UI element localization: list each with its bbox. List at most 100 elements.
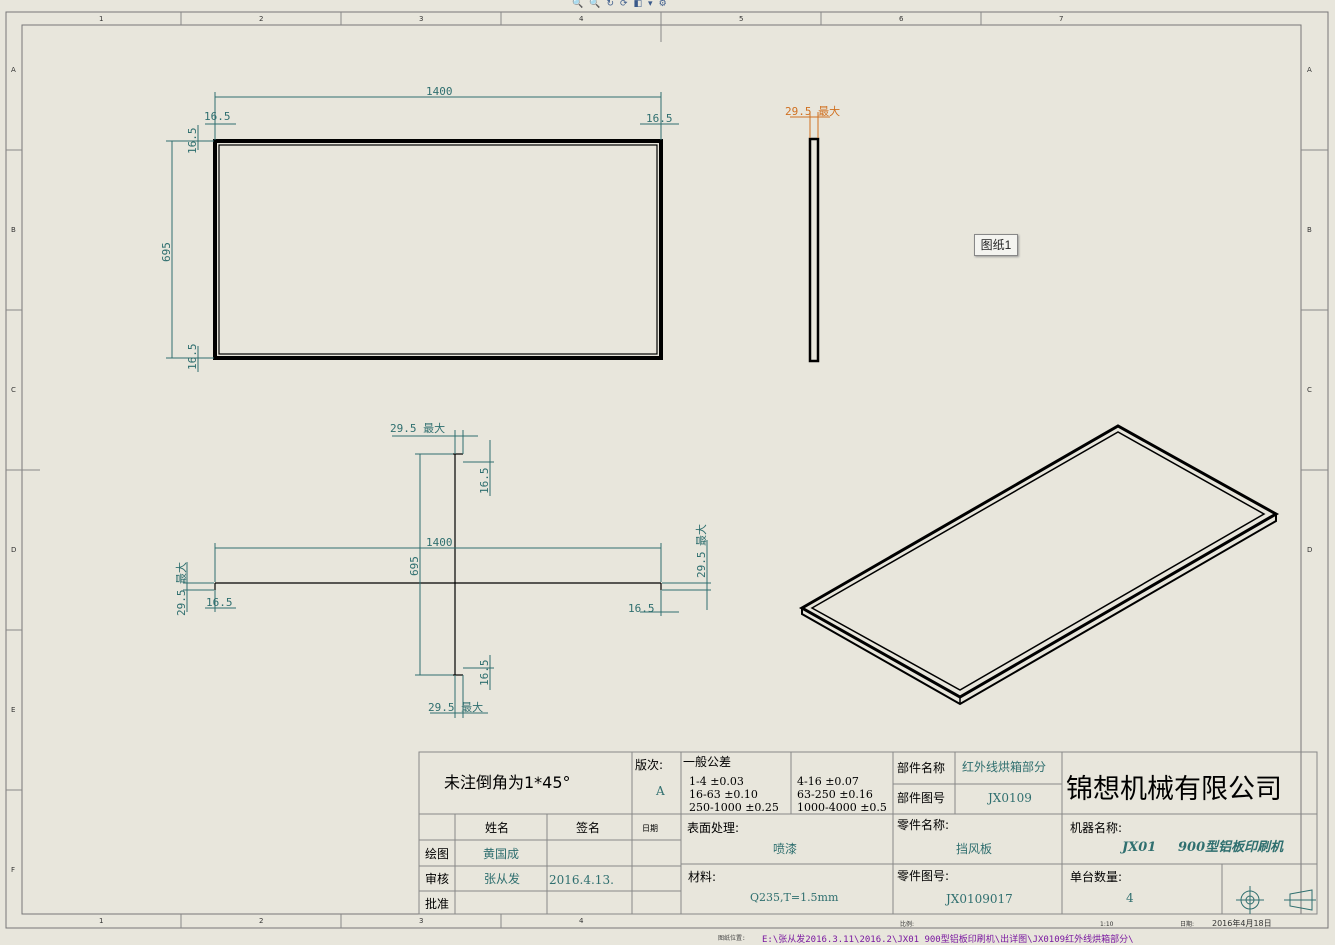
settings-icon[interactable]: ⚙ <box>658 0 667 8</box>
zone-label-bottom: 3 <box>419 917 423 925</box>
side-view[interactable] <box>808 137 820 363</box>
col-date-header: 日期 <box>642 824 658 833</box>
row-draw-label: 绘图 <box>425 846 449 861</box>
left-max-value: 29.5 <box>175 590 188 617</box>
view-orientation-icon[interactable]: ▾ <box>648 0 653 8</box>
scale-value: 1:10 <box>1100 921 1114 928</box>
zone-label-left: F <box>11 866 15 874</box>
revision-label: 版次: <box>635 758 663 772</box>
tolerance-5: 63-250 ±0.16 <box>797 788 873 801</box>
view-toolbar[interactable]: 🔍 🔍 ↻ ⟳ ◧ ▾ ⚙ <box>572 0 667 8</box>
component-name-value: 挡风板 <box>956 842 992 856</box>
part-no-value: JX0109 <box>986 791 1032 805</box>
date-value: 2016年4月18日 <box>1212 918 1272 928</box>
front-view[interactable] <box>213 139 663 360</box>
part-no-label: 部件图号 <box>897 790 945 805</box>
front-width-dim: 1400 <box>426 85 453 98</box>
refresh-icon[interactable]: ⟳ <box>619 0 628 8</box>
zone-label-top: 2 <box>259 15 263 23</box>
right-max-value: 29.5 <box>695 552 708 579</box>
material-value: Q235,T=1.5mm <box>750 891 839 904</box>
bottom-top-margin-dim: 16.5 <box>478 468 491 495</box>
left-max-label: 最大 <box>174 562 188 584</box>
bottom-right-margin-dim: 16.5 <box>628 602 655 615</box>
chamfer-note: 未注倒角为1*45° <box>444 773 571 792</box>
bottom-left-margin-dim: 16.5 <box>206 596 233 609</box>
zone-label-bottom: 4 <box>579 917 584 925</box>
checker-name: 张从发 <box>484 871 520 886</box>
front-dimensions: 1400 16.5 16.5 695 16.5 16.5 <box>160 85 679 372</box>
bottom-height-dim: 695 <box>408 556 421 576</box>
zone-label-top: 6 <box>899 15 904 23</box>
bottom-view[interactable] <box>214 453 662 676</box>
part-name-value: 红外线烘箱部分 <box>962 759 1046 774</box>
sheet-tab[interactable]: 图纸1 <box>974 234 1018 256</box>
zone-label-left: C <box>11 386 16 394</box>
material-label: 材料: <box>688 870 716 884</box>
zone-label-left: A <box>11 66 16 74</box>
zone-label-bottom: 1 <box>99 917 103 925</box>
file-path: E:\张从发2016.3.11\2016.2\JX01 900型铝板印刷机\出详… <box>762 935 1134 945</box>
row-check-label: 审核 <box>425 871 449 886</box>
zone-label-right: A <box>1307 66 1312 74</box>
date-label: 日期: <box>1180 920 1194 928</box>
zone-ticks <box>6 12 1328 928</box>
row-approve-label: 批准 <box>425 896 449 911</box>
front-bottom-margin-dim: 16.5 <box>186 344 199 371</box>
bottom-max-top-dim: 29.5 最大 <box>390 421 445 435</box>
zone-label-top: 5 <box>739 15 743 23</box>
file-path-label: 图纸位置: <box>718 935 746 942</box>
bottom-bottom-margin-dim: 16.5 <box>478 660 491 687</box>
projection-symbol-icon <box>1236 886 1316 914</box>
col-sign-header: 签名 <box>576 820 600 835</box>
side-max-dim: 29.5 最大 <box>785 104 840 118</box>
side-dimensions: 29.5 最大 <box>785 104 840 138</box>
right-max-label: 最大 <box>694 524 708 546</box>
front-height-dim: 695 <box>160 242 173 262</box>
machine-code: JX01 <box>1119 840 1156 855</box>
zone-label-top: 1 <box>99 15 103 23</box>
tolerance-4: 4-16 ±0.07 <box>797 775 859 788</box>
component-name-label: 零件名称: <box>897 817 949 832</box>
bottom-dimensions: 29.5 最大 29.5 最大 1400 695 16.5 16.5 16.5 … <box>174 421 711 718</box>
revision-value: A <box>655 784 665 798</box>
company-name: 锦想机械有限公司 <box>1066 774 1282 805</box>
tolerance-3: 250-1000 ±0.25 <box>689 801 779 814</box>
component-no-value: JX0109017 <box>944 892 1013 906</box>
zone-label-top: 7 <box>1059 15 1063 23</box>
tolerance-title: 一般公差 <box>683 754 731 769</box>
tolerance-2: 16-63 ±0.10 <box>689 788 758 801</box>
machine-name: 900型铝板印刷机 <box>1178 839 1284 855</box>
zone-label-bottom: 2 <box>259 917 263 925</box>
tolerance-6: 1000-4000 ±0.5 <box>797 801 887 814</box>
surface-label: 表面处理: <box>687 821 739 835</box>
front-top-margin-dim: 16.5 <box>186 128 199 155</box>
check-date: 2016.4.13. <box>549 873 614 887</box>
title-block: 未注倒角为1*45° 版次: A 一般公差 1-4 ±0.03 16-63 ±0… <box>418 751 1318 915</box>
rotate-icon[interactable]: ↻ <box>606 0 614 8</box>
zone-label-top: 4 <box>579 15 584 23</box>
tolerance-1: 1-4 ±0.03 <box>689 775 744 788</box>
qty-value: 4 <box>1126 891 1134 905</box>
bottom-max-bottom-dim: 29.5 最大 <box>428 700 483 714</box>
zone-label-right: B <box>1307 226 1312 234</box>
part-name-label: 部件名称 <box>897 760 945 775</box>
zone-label-left: E <box>11 706 15 714</box>
status-bar: 图纸位置: E:\张从发2016.3.11\2016.2\JX01 900型铝板… <box>0 930 1335 945</box>
zone-label-right: D <box>1307 546 1312 554</box>
qty-label: 单台数量: <box>1070 869 1122 884</box>
isometric-view[interactable] <box>798 424 1280 706</box>
drawer-name: 黄国成 <box>483 847 519 861</box>
bottom-width-dim: 1400 <box>426 536 453 549</box>
display-style-icon[interactable]: ◧ <box>633 0 643 8</box>
surface-value: 喷漆 <box>773 842 797 856</box>
zone-label-top: 3 <box>419 15 423 23</box>
component-no-label: 零件图号: <box>897 869 949 883</box>
front-left-margin-dim: 16.5 <box>204 110 231 123</box>
scale-label: 比例: <box>900 920 914 928</box>
zoom-fit-icon[interactable]: 🔍 <box>572 0 584 8</box>
zoom-area-icon[interactable]: 🔍 <box>589 0 601 8</box>
machine-label: 机器名称: <box>1070 820 1122 835</box>
